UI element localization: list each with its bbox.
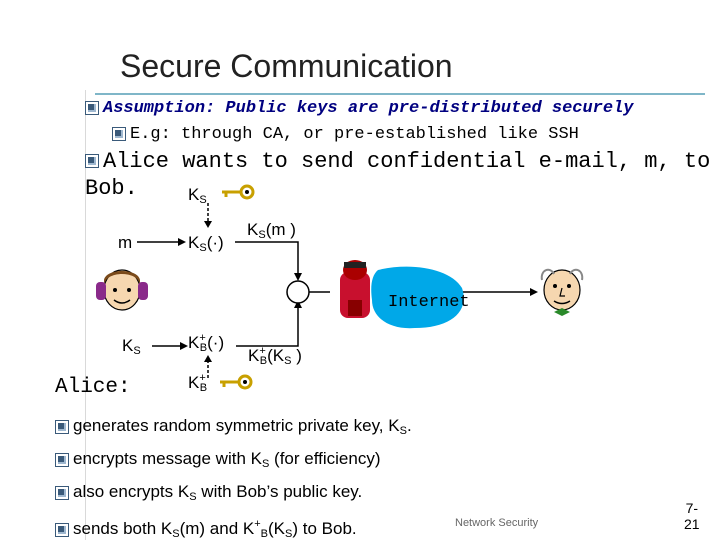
arrowhead (294, 300, 302, 308)
example-bullet: E.g: through CA, or pre-established like… (112, 123, 579, 144)
arrowhead (530, 288, 538, 296)
internet-cloud (371, 266, 464, 329)
ks-input-label: KS (122, 336, 141, 357)
alice-steps-list: generates random symmetric private key, … (55, 412, 412, 548)
bullet-icon (85, 100, 99, 115)
message-m-label: m (118, 233, 133, 252)
ks-of-m-label: KS(m ) (247, 220, 296, 241)
list-item: encrypts message with KS (for efficiency… (55, 445, 412, 478)
ks-key-label: KS (188, 185, 207, 206)
assumption-bullet: Assumption: Public keys are pre-distribu… (85, 97, 634, 118)
arrow-ks-to-plus (235, 241, 299, 275)
bullet-icon (55, 522, 69, 537)
concatenation-circle (286, 280, 310, 304)
left-margin-rule (85, 90, 86, 540)
list-item: sends both KS(m) and K+B(KS) to Bob. (55, 511, 412, 548)
bullet-icon (85, 154, 99, 169)
page-number: 7-21 (684, 500, 700, 532)
bullet-icon (55, 419, 69, 434)
arrowhead (204, 221, 212, 228)
list-item: generates random symmetric private key, … (55, 412, 412, 445)
kb-of-ks-label: K+B(KS ) (248, 345, 302, 367)
bob-avatar (540, 268, 584, 316)
ks-function-label: KS(·) (188, 233, 224, 254)
footer-text: Network Security (455, 517, 539, 529)
arrowhead (294, 273, 302, 281)
arrowhead (204, 355, 212, 362)
arrowhead (180, 342, 188, 350)
bullet-icon (55, 452, 69, 467)
list-item: also encrypts KS with Bob’s public key. (55, 478, 412, 511)
internet-label: Internet (388, 293, 470, 312)
key-icon-bottom (220, 374, 253, 390)
arrow-kb-to-plus (236, 306, 299, 347)
alice-wants-bullet: Alice wants to send confidential e-mail,… (85, 149, 711, 201)
key-icon-top (222, 184, 255, 200)
slide-title: Secure Communication (120, 48, 453, 84)
intruder-icon (340, 260, 370, 318)
arrowhead (178, 238, 186, 246)
title-underline (95, 93, 705, 95)
alice-label: Alice: (55, 376, 131, 399)
kb-key-label: K+B (188, 372, 208, 394)
bullet-icon (55, 485, 69, 500)
bullet-icon (112, 126, 126, 141)
alice-avatar (96, 269, 148, 311)
kb-function-label: K+B(·) (188, 332, 225, 354)
